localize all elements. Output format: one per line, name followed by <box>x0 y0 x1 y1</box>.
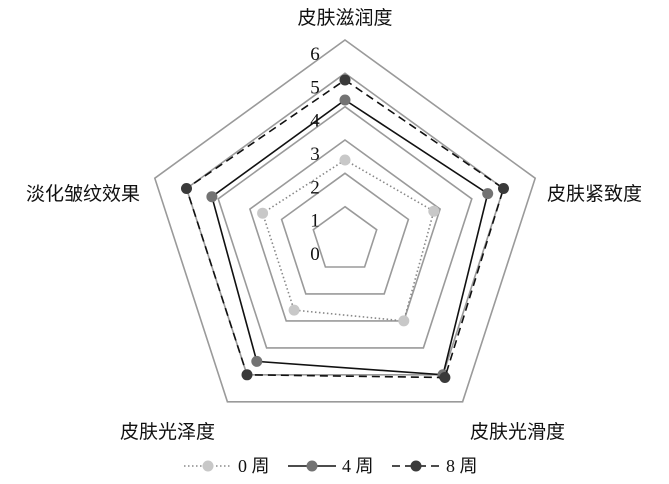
series-1 <box>206 94 494 381</box>
data-point <box>251 355 263 367</box>
data-point <box>398 315 410 327</box>
legend-marker <box>410 460 422 472</box>
data-point <box>498 183 509 194</box>
tick-label: 3 <box>310 144 320 165</box>
series-line <box>210 99 489 376</box>
legend-label: 0 周 <box>238 456 270 476</box>
data-point <box>241 369 253 381</box>
axis-label: 淡化皱纹效果 <box>26 183 140 205</box>
axis-label: 皮肤滋润度 <box>297 7 392 29</box>
series-line <box>185 79 505 379</box>
tick-label: 5 <box>310 77 320 98</box>
tick-label: 2 <box>310 177 320 198</box>
grid-ring-2 <box>280 172 410 295</box>
tick-label: 6 <box>310 44 320 65</box>
data-point <box>428 205 440 217</box>
legend-item: 4 周 <box>288 456 374 476</box>
legend-marker <box>202 460 214 472</box>
radar-grid <box>153 39 537 403</box>
axis-label: 皮肤紧致度 <box>547 183 642 205</box>
data-point <box>181 183 192 194</box>
radar-series <box>181 74 509 383</box>
axis-label: 皮肤光泽度 <box>120 421 215 443</box>
grid-ring-6 <box>153 39 537 403</box>
grid-ring-1 <box>312 205 378 268</box>
axis-label: 皮肤光滑度 <box>470 421 565 443</box>
legend-marker <box>306 460 318 472</box>
data-point <box>339 154 351 166</box>
series-2 <box>181 74 509 383</box>
legend: 0 周 4 周 8 周 <box>184 456 478 476</box>
series-line <box>261 159 435 322</box>
data-point <box>482 188 494 200</box>
legend-label: 4 周 <box>342 456 374 476</box>
data-point <box>339 94 351 106</box>
data-point <box>206 191 218 203</box>
legend-item: 0 周 <box>184 456 270 476</box>
data-point <box>257 207 269 219</box>
data-point <box>439 372 451 383</box>
grid-ring-4 <box>217 105 473 349</box>
tick-label: 0 <box>310 244 320 265</box>
legend-item: 8 周 <box>392 456 478 476</box>
grid-ring-3 <box>248 139 442 322</box>
series-0 <box>257 154 440 327</box>
tick-label: 1 <box>310 211 320 232</box>
data-point <box>339 74 351 86</box>
legend-label: 8 周 <box>446 456 478 476</box>
grid-ring-5 <box>185 72 505 376</box>
data-point <box>288 304 300 316</box>
